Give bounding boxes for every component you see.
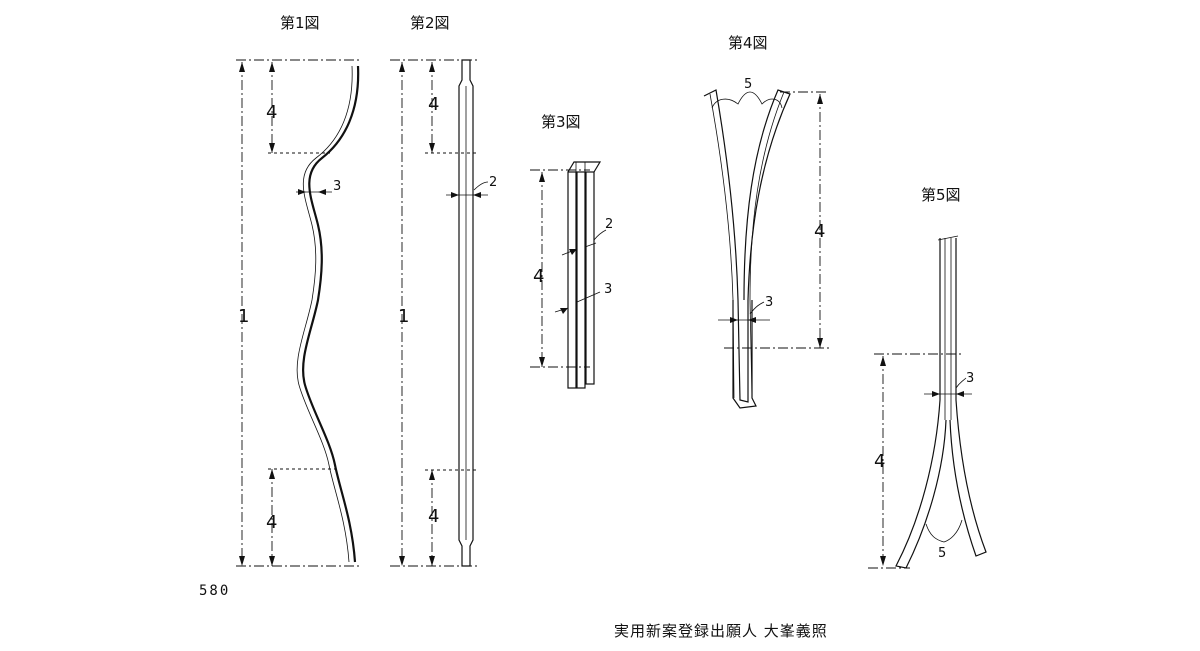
arrow-head-icon [880, 356, 886, 366]
arrow-head-icon [730, 317, 738, 323]
figure-3-callout-a: 2 [605, 217, 613, 232]
figure-4-callout-bottom: 3 [765, 295, 773, 310]
figure-3-strip-c [585, 171, 595, 385]
figure-2-dim-mid: 1 [398, 306, 409, 327]
figure-4-title: 第4図 [728, 34, 768, 52]
figure-1-wavy-strip-inner [296, 65, 353, 563]
arrow-head-icon [817, 338, 823, 348]
figure-2-dim-bottom: 4 [428, 506, 439, 527]
arrow-head-icon [429, 470, 435, 480]
figure-2-callout-leader [473, 181, 489, 191]
arrow-head-icon [269, 469, 275, 479]
figure-2-callout: 2 [489, 175, 497, 190]
figure-4-callout-leader [749, 301, 765, 315]
arrow-head-icon [539, 172, 545, 182]
arrow-head-icon [318, 189, 326, 195]
figure-5-brace-icon [925, 519, 963, 543]
figure-2-dim-top: 4 [428, 94, 439, 115]
figure-3-strip-b [576, 171, 586, 389]
figure-1-callout: 3 [333, 179, 341, 194]
figure-1-title: 第1図 [280, 14, 320, 32]
figure-5-strip-top-edge [937, 235, 959, 241]
figure-5-callout-leader [955, 377, 967, 389]
figure-4-dim-main: 4 [814, 221, 825, 242]
figure-3-strip-a [567, 171, 577, 389]
arrow-head-icon [817, 94, 823, 104]
arrow-head-icon [298, 189, 306, 195]
figure-5-strip-left [895, 238, 947, 569]
figure-2: 第2図 4 1 4 2 [390, 14, 497, 567]
arrow-head-icon [956, 391, 964, 397]
figure-4: 第4図 4 5 3 [703, 34, 832, 409]
figure-3-dim-main: 4 [533, 266, 544, 287]
arrow-head-icon [569, 249, 577, 255]
figure-2-title: 第2図 [410, 14, 450, 32]
figure-4-strip-stem [732, 300, 757, 409]
arrow-head-icon [269, 556, 275, 566]
figure-1: 第1図 4 1 4 3 [236, 14, 360, 567]
arrow-head-icon [880, 556, 886, 566]
figure-3-leader-2b [584, 242, 597, 248]
figure-4-split-strip-left-inner [709, 93, 735, 399]
figure-4-split-strip-right-inner [749, 91, 785, 399]
figure-5-callout-bottom: 5 [938, 546, 946, 561]
arrow-head-icon [451, 192, 459, 198]
arrow-head-icon [269, 143, 275, 153]
arrow-head-icon [269, 62, 275, 72]
arrow-head-icon [429, 556, 435, 566]
footer-caption: 実用新案登録出願人 大峯義照 [614, 622, 828, 640]
arrow-head-icon [429, 143, 435, 153]
figure-2-straight-strip [458, 59, 474, 567]
figure-1-wavy-strip [301, 65, 360, 563]
figure-1-dim-top: 4 [266, 102, 277, 123]
figure-4-callout-top: 5 [744, 77, 752, 92]
figure-3-callout-b: 3 [604, 282, 612, 297]
figure-5-title: 第5図 [921, 186, 961, 204]
figure-5-dim-main: 4 [874, 451, 885, 472]
arrow-head-icon [399, 556, 405, 566]
figure-3-leader-3b [576, 291, 601, 303]
arrow-head-icon [399, 62, 405, 72]
figure-3: 第3図 4 2 3 [530, 113, 613, 389]
figure-5-callout-top: 3 [966, 371, 974, 386]
figure-3-strip-top-edge [567, 161, 602, 173]
figure-4-brace-icon [711, 91, 783, 109]
arrow-head-icon [932, 391, 940, 397]
figure-5-strip-right [949, 238, 987, 557]
arrow-head-icon [748, 317, 756, 323]
figure-5: 第5図 4 3 5 [868, 186, 987, 569]
arrow-head-icon [560, 308, 568, 314]
arrow-head-icon [429, 62, 435, 72]
arrow-head-icon [239, 62, 245, 72]
figure-3-callout-leader [593, 229, 607, 241]
arrow-head-icon [473, 192, 481, 198]
arrow-head-icon [239, 556, 245, 566]
figure-1-dim-bottom: 4 [266, 512, 277, 533]
figure-3-title: 第3図 [541, 113, 581, 131]
figure-4-split-strip-outer [703, 89, 791, 403]
page-number: 580 [199, 583, 231, 599]
figure-1-dim-mid: 1 [238, 306, 249, 327]
arrow-head-icon [539, 357, 545, 367]
